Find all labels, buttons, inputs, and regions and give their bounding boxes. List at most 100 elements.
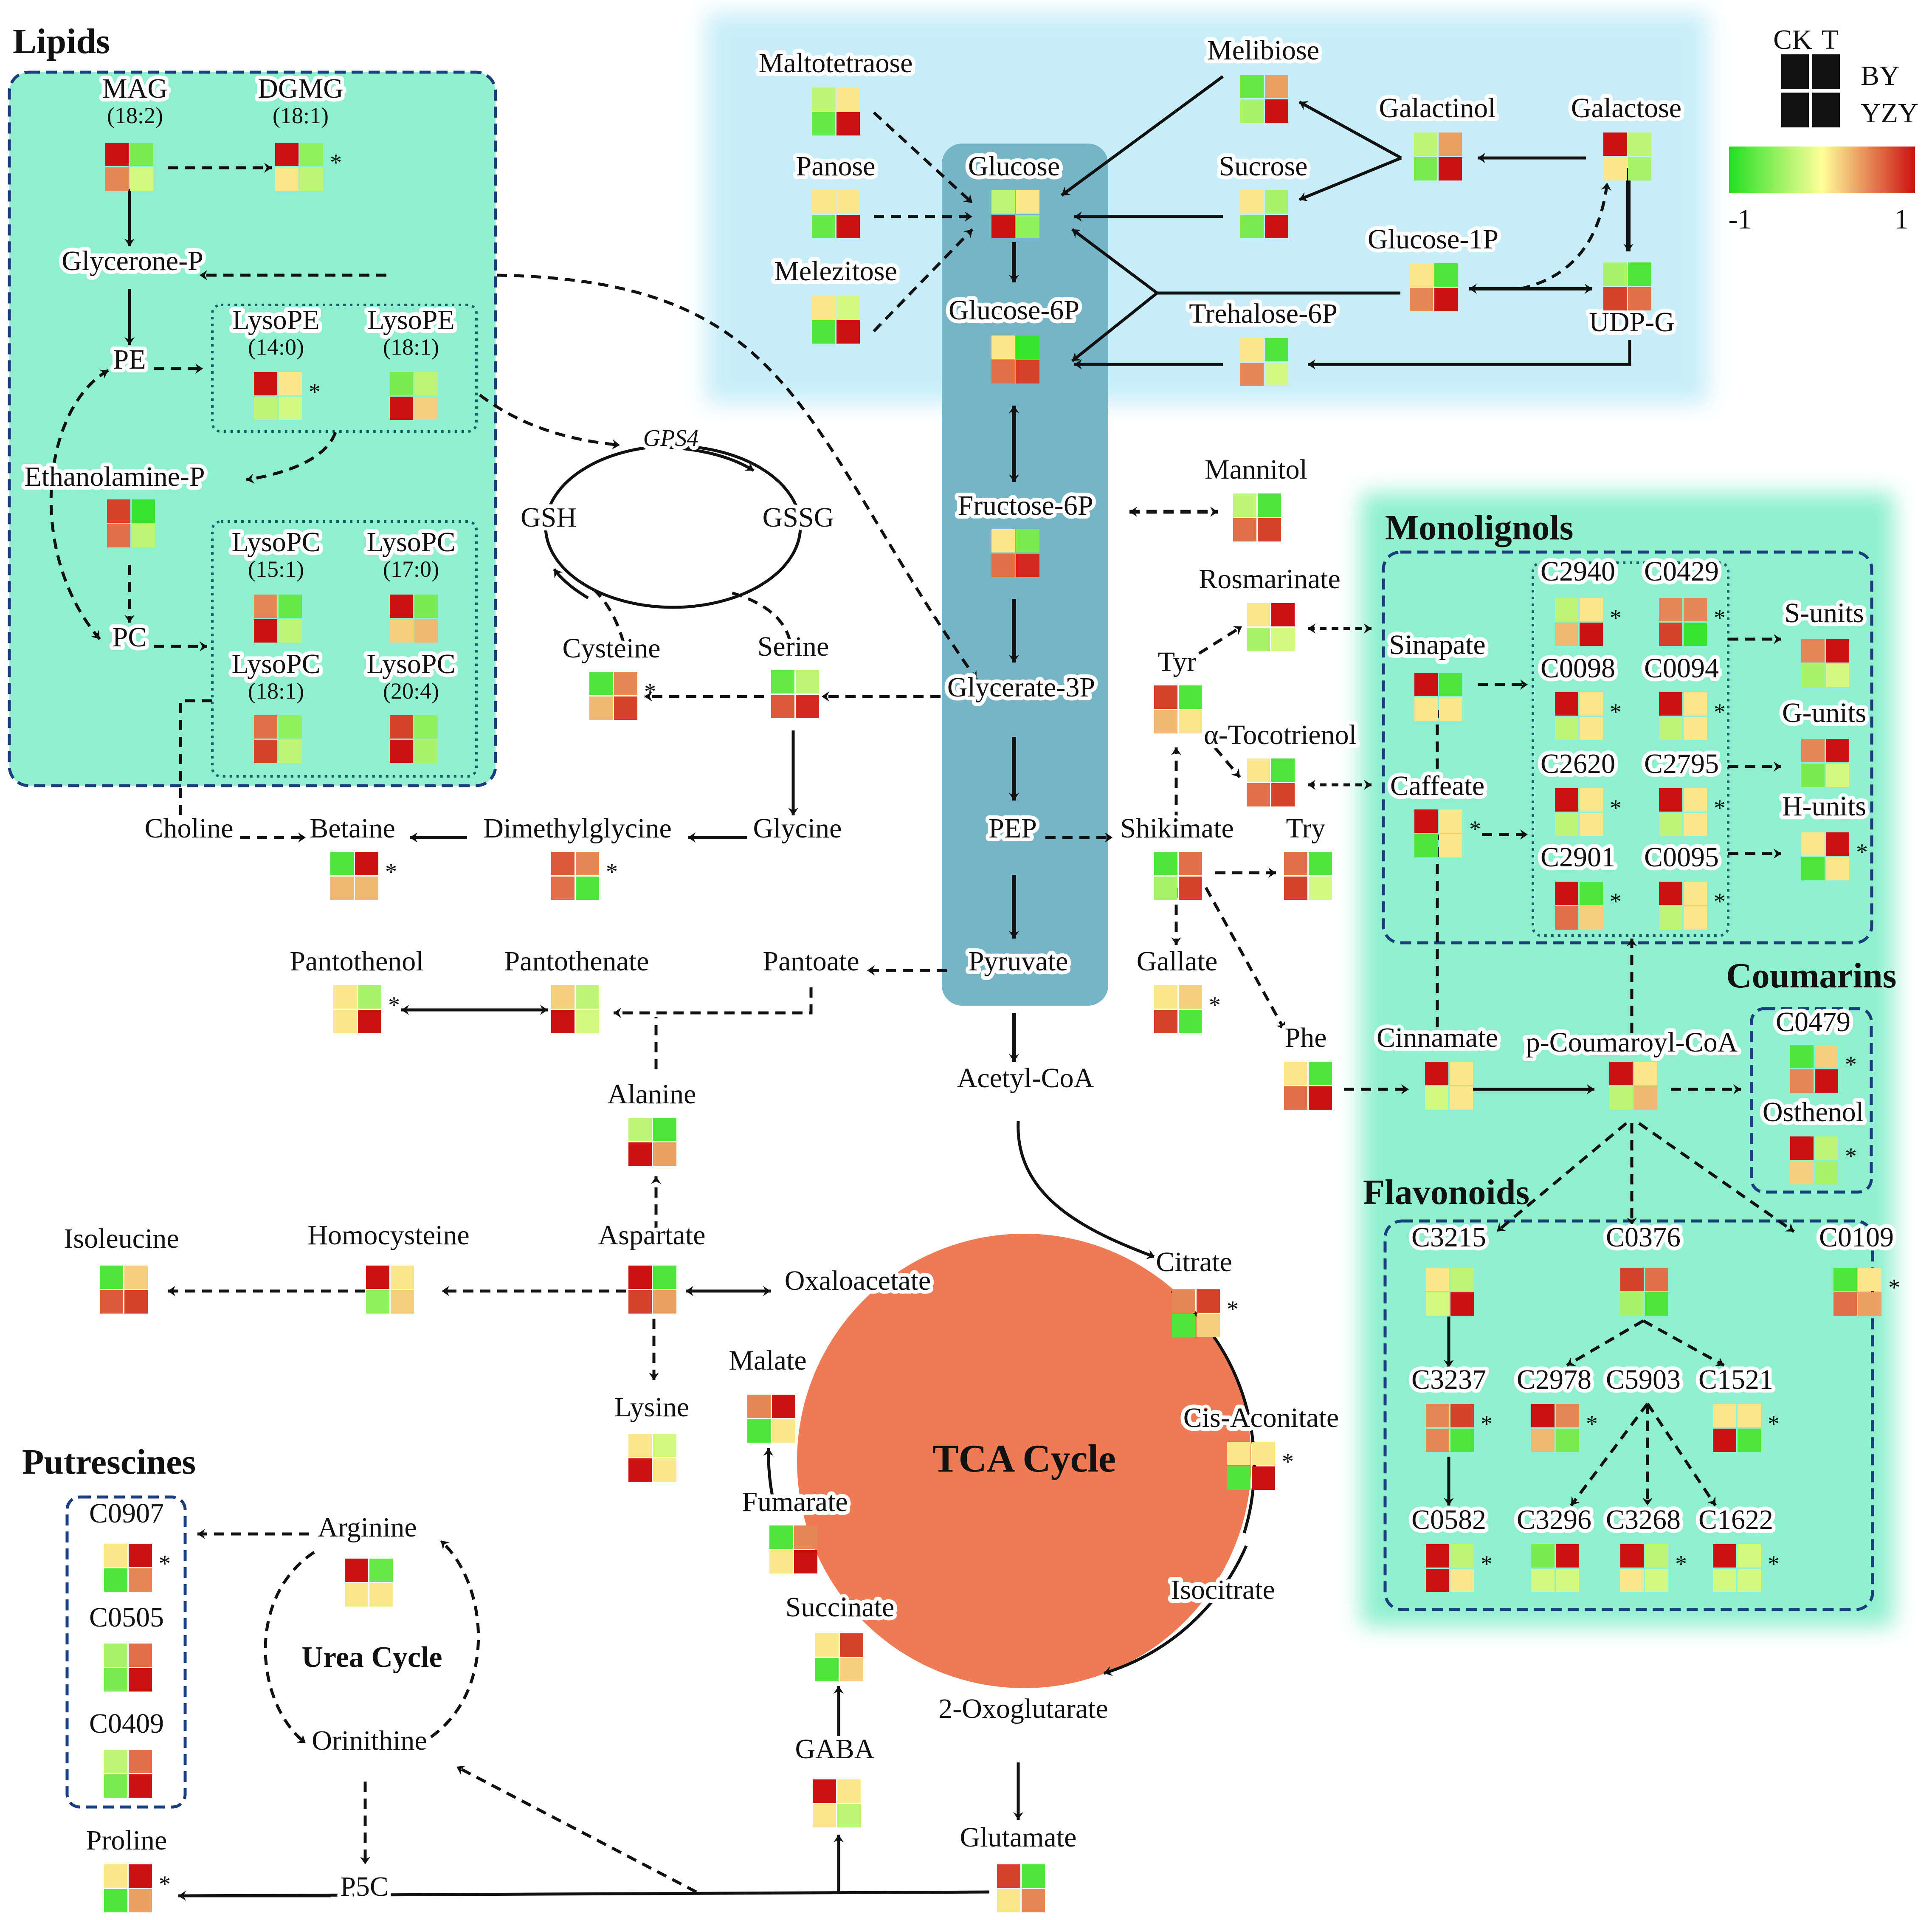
heatmap-tile [1555,788,1603,836]
metabolite-label: Fructose-6P [958,490,1093,521]
heatmap-cell [1628,133,1651,156]
heatmap-tile [1154,852,1202,900]
heatmap-cell [589,696,613,720]
heatmap-cell [1179,1010,1202,1033]
heatmap-tile [1247,758,1295,806]
metabolite-cinnamate: Cinnamate [1373,1018,1502,1110]
metabolite-sublabel: (20:4) [383,678,439,704]
heatmap-tile [1801,739,1849,787]
heatmap-cell [991,360,1015,383]
metabolite-label: p-Coumaroyl-CoA [1526,1027,1738,1058]
heatmap-tile [1659,788,1707,836]
heatmap-tile [628,1266,676,1314]
heatmap-cell [1634,1062,1657,1085]
heatmap-cell [812,190,835,214]
heatmap-cell [1801,764,1825,787]
heatmap-cell [812,112,835,135]
heatmap-cell [124,1290,148,1314]
metabolite-label: C1622 [1698,1504,1773,1535]
heatmap-cell [1713,1569,1736,1592]
legend-grid-cell [1781,93,1809,127]
heatmap-cell [1833,1292,1857,1316]
significance-star: * [1282,1449,1294,1475]
heatmap-tile [1790,1136,1838,1184]
metabolite-label: Glucose [968,151,1060,182]
heatmap-cell [390,740,413,763]
heatmap-cell [836,112,860,135]
heatmap-cell [1414,834,1438,857]
metabolite-c0109: C0109* [1815,1218,1900,1316]
heatmap-cell [1603,262,1627,286]
metabolite-label: C0479 [1776,1007,1850,1038]
significance-star: * [1469,816,1481,843]
heatmap-cell [997,1864,1020,1888]
significance-star: * [1714,699,1726,725]
metabolite-label: Cinnamate [1377,1022,1498,1053]
heatmap-cell [1628,262,1651,286]
metabolite-glutamate: Glutamate [956,1818,1080,1912]
metabolite-label: Pantothenate [504,946,649,977]
heatmap-cell [345,1583,368,1607]
heatmap-cell [1154,1010,1177,1033]
metabolite-label: LysoPC [366,527,455,558]
metabolite-label: C0098 [1541,653,1615,684]
metabolite-lysopc: LysoPC(17:0) [363,523,459,643]
heatmap-cell [589,672,613,695]
metabolite-pantothenol: Pantothenol* [286,942,428,1033]
significance-star: * [1209,992,1221,1018]
heatmap-cell [1414,673,1438,696]
heatmap-cell [1659,882,1682,905]
heatmap-cell [330,852,354,875]
heatmap-cell [614,696,637,720]
metabolite-label: Fumarate [742,1486,848,1517]
heatmap-cell [991,215,1015,238]
significance-star: * [1610,699,1622,725]
metabolite-label: LysoPE [367,304,454,336]
heatmap-tile [1414,673,1462,721]
metabolite-gssg: GSSG [759,498,838,537]
color-scale-bar [1729,147,1915,193]
heatmap-cell [1659,692,1682,716]
metabolite-label: C0907 [89,1498,164,1529]
significance-star: * [1768,1551,1780,1577]
heatmap-cell [1450,1404,1474,1427]
heatmap-cell [1826,639,1849,663]
heatmap-cell [628,1266,652,1289]
heatmap-cell [129,1889,152,1912]
heatmap-cell [1634,1086,1657,1110]
heatmap-cell [1247,783,1270,806]
heatmap-cell [1738,1404,1761,1427]
heatmap-cell [129,1568,152,1592]
metabolite-label: Osthenol [1763,1097,1864,1128]
metabolite-pantothenate: Pantothenate [501,942,653,1033]
heatmap-cell [1247,603,1270,626]
heatmap-tile [551,985,599,1033]
metabolite-citrate: Citrate* [1152,1243,1239,1337]
heatmap-cell [991,190,1015,214]
metabolite-sublabel: (18:2) [107,103,163,128]
heatmap-cell [1826,739,1849,762]
heatmap-cell [104,1644,127,1667]
metabolite-label: Cis-Aconitate [1183,1402,1339,1433]
legend: CK T BY YZY -1 1 [1729,24,1918,235]
metabolite-mannitol: Mannitol [1201,450,1311,541]
heatmap-cell [1154,877,1177,900]
heatmap-cell [1426,1292,1449,1316]
heatmap-cell [104,1750,127,1773]
heatmap-cell [1258,518,1281,541]
metabolite-p-coumaroyl-coa: p-Coumaroyl-CoA [1522,1023,1742,1110]
heatmap-cell [1659,598,1682,621]
heatmap-tile [333,985,381,1033]
heatmap-cell [333,985,357,1009]
legend-t-label: T [1822,24,1839,55]
heatmap-cell [1713,1544,1736,1568]
metabolite-label: Sinapate [1389,629,1485,660]
heatmap-cell [132,499,155,523]
metabolite-label: Shikimate [1120,813,1234,844]
monolignols-inner-box [1532,561,1729,937]
metabolite-nodes: MAG(18:2)DGMG(18:1)*Glycerone-PPELysoPE(… [20,31,1900,1912]
metabolite-pep: PEP [985,809,1041,848]
tca-cycle-title: TCA Cycle [932,1437,1116,1480]
metabolite-label: Trehalose-6P [1189,298,1338,329]
heatmap-cell [1603,287,1627,310]
